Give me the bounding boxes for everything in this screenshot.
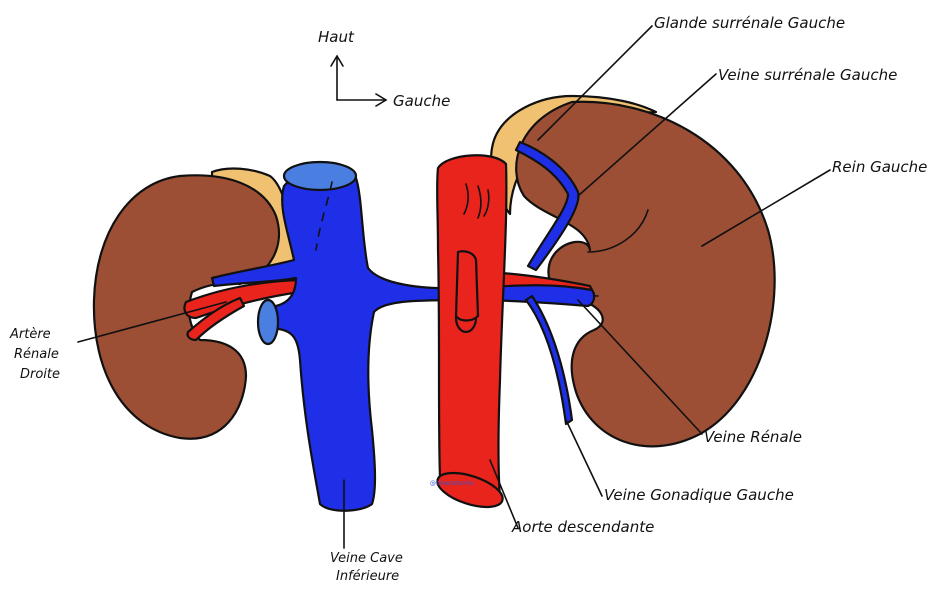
left-kidney: [516, 102, 774, 447]
ivc-cut-end: [284, 162, 356, 190]
orientation-indicator: Haut Gauche: [318, 28, 450, 110]
label-left-adrenal-vein: Veine surrénale Gauche: [718, 66, 897, 84]
left-gonadal-vein: [526, 296, 572, 424]
signature: @bioanatomie: [430, 480, 474, 487]
left-label: Gauche: [393, 92, 450, 110]
ivc-side-stump: [258, 300, 278, 344]
up-label: Haut: [318, 28, 355, 46]
label-ivc-2: Inférieure: [336, 569, 399, 584]
label-right-renal-artery-2: Rénale: [14, 347, 59, 362]
label-right-renal-artery-1: Artère: [9, 327, 51, 342]
label-right-renal-artery-3: Droite: [20, 367, 60, 382]
label-ivc-1: Veine Cave: [330, 551, 403, 566]
aorta-branch: [456, 251, 478, 320]
label-left-kidney: Rein Gauche: [832, 158, 927, 176]
label-left-adrenal-gland: Glande surrénale Gauche: [654, 14, 845, 32]
label-renal-vein: Veine Rénale: [704, 428, 802, 446]
label-descending-aorta: Aorte descendante: [511, 518, 654, 536]
label-left-gonadal-vein: Veine Gonadique Gauche: [604, 486, 794, 504]
leader-left-gonadal-vein: [566, 420, 602, 496]
